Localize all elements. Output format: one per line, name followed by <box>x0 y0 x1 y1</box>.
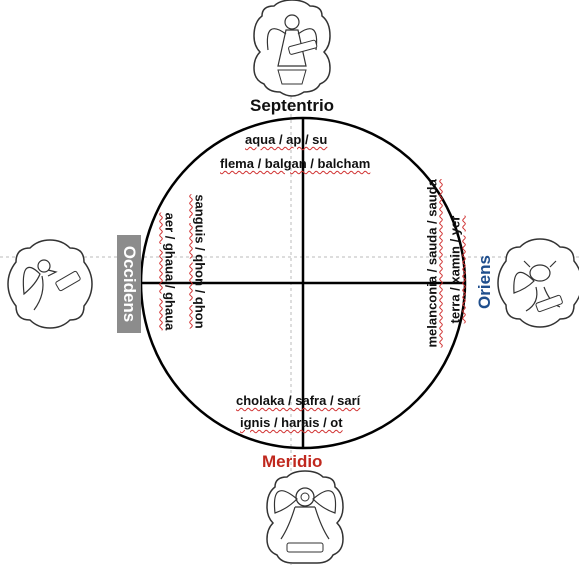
winged-ox-emblem-icon <box>498 239 579 327</box>
south-direction-label: Meridio <box>262 452 322 472</box>
north-term-line-1: aqua / ap / su <box>245 132 327 147</box>
west-term-line-1: sanguis / qhon / qhon <box>193 192 208 332</box>
angel-emblem-icon <box>254 0 330 96</box>
eagle-emblem-icon <box>8 240 92 328</box>
east-term-line-1: melanconia / sauda / sauda <box>425 188 440 348</box>
west-direction-label: Occidens <box>117 235 141 333</box>
winged-lion-emblem-icon <box>267 471 343 563</box>
east-direction-label: Oriens <box>475 252 495 312</box>
north-direction-label: Septentrio <box>250 96 334 116</box>
south-term-line-2: ignis / harais / ot <box>240 415 343 430</box>
north-term-line-2: flema / balgan / balcham <box>220 156 370 171</box>
south-term-line-1: cholaka / safra / sarí <box>236 393 360 408</box>
west-term-line-2: aer / ghaua / ghaua <box>163 202 178 342</box>
east-term-line-2: terra / xamin / yer <box>448 190 463 350</box>
